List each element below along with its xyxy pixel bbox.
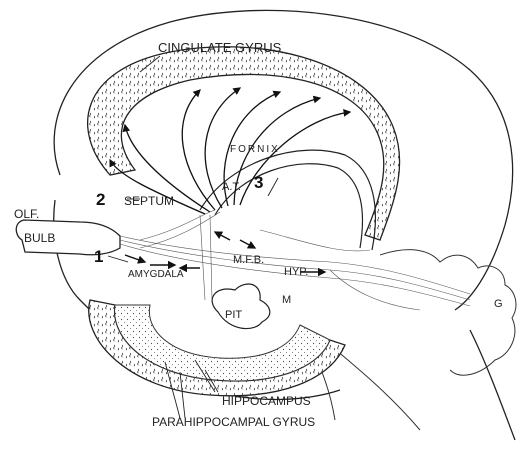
marker-1: 1 (94, 247, 103, 266)
g-label: G (494, 298, 503, 310)
cingulate-gyrus-label: CINGULATE GYRUS (158, 40, 282, 55)
olf-label: OLF. (14, 207, 39, 221)
m-label: M (282, 294, 291, 306)
amygdala-label: AMYGDALA (128, 269, 184, 280)
at-label: A.T. (222, 181, 241, 193)
pit-label: PIT (225, 309, 242, 321)
mfb-label: M.F.B. (233, 254, 264, 266)
hippocampus-label: HIPPOCAMPUS (222, 394, 311, 408)
bulb-label: BULB (24, 231, 55, 245)
marker-2: 2 (96, 190, 105, 209)
parahippocampal-gyrus-label: PARAHIPPOCAMPAL GYRUS (152, 415, 315, 429)
pituitary-outline (212, 284, 270, 329)
septum-label: SEPTUM (124, 194, 174, 208)
marker-3: 3 (254, 173, 263, 192)
mfb-fibers (120, 210, 470, 310)
hyp-label: HYP. (284, 266, 308, 278)
fornix-label: FORNIX (230, 144, 280, 155)
